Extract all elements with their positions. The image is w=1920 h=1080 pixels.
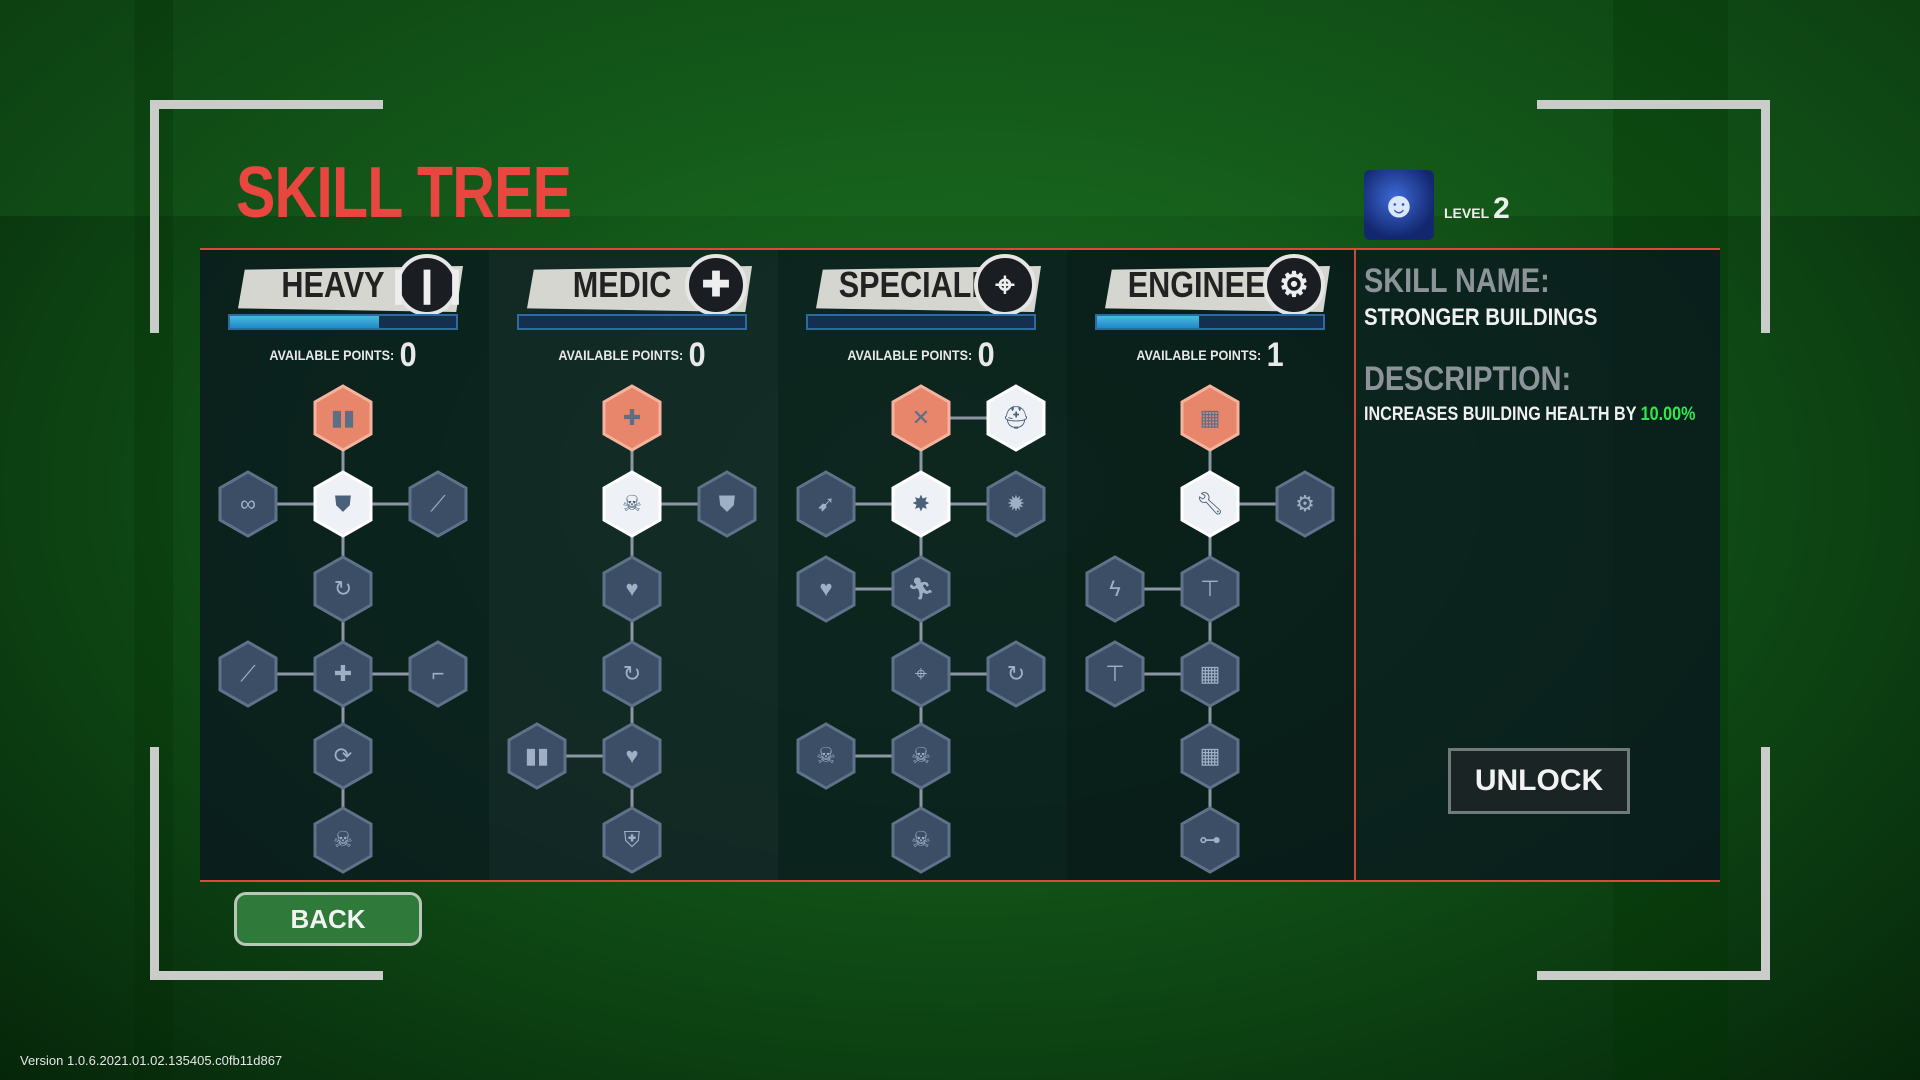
skill-node-heavy-pistol[interactable]: ⌐ (407, 640, 469, 708)
skill-node-engineer-lightning[interactable]: ϟ (1084, 555, 1146, 623)
back-button[interactable]: BACK (234, 892, 422, 946)
version-label: Version 1.0.6.2021.01.02.135405.c0fb11d8… (20, 1053, 283, 1068)
skill-node-specialist-crossed-guns[interactable]: ✕ (890, 384, 952, 452)
skill-node-heavy-recycle[interactable]: ⟳ (312, 722, 374, 790)
skill-node-engineer-building-gear[interactable]: ▦ (1179, 722, 1241, 790)
skill-node-heavy-skull[interactable]: ☠ (312, 806, 374, 874)
description-text: INCREASES BUILDING HEALTH BY 10.00% (1364, 404, 1695, 426)
points-label: AVAILABLE POINTS: (847, 347, 973, 363)
skill-node-specialist-heart[interactable]: ♥ (795, 555, 857, 623)
skill-node-medic-heart[interactable]: ♥ (601, 722, 663, 790)
skill-node-heavy-infinite-ammo[interactable]: ∞ (217, 470, 279, 538)
skill-node-medic-skull-heart[interactable]: ♥ (601, 555, 663, 623)
description-label: DESCRIPTION: (1364, 360, 1572, 398)
level-label: LEVEL (1444, 205, 1490, 221)
skill-node-engineer-wrench[interactable]: 🔧︎ (1179, 470, 1241, 538)
skill-node-specialist-scope[interactable]: ⌖ (890, 640, 952, 708)
skill-node-specialist-mine[interactable]: ☠ (795, 722, 857, 790)
points-value: 0 (688, 336, 706, 374)
skill-node-specialist-grenades[interactable]: ✸ (890, 470, 952, 538)
class-progress-fill-engineer (1097, 316, 1199, 328)
skill-node-specialist-reload[interactable]: ↻ (985, 640, 1047, 708)
skill-node-heavy-rifle[interactable]: ⟋ (217, 640, 279, 708)
skill-node-heavy-shield[interactable]: ⛊ (312, 470, 374, 538)
skill-node-heavy-gun-plus[interactable]: ✚ (312, 640, 374, 708)
class-column-engineer: ENGINEER ⚙ AVAILABLE POINTS:1 ▦ 🔧︎ ⚙ ϟ ⊤… (1067, 250, 1356, 880)
description-body: INCREASES BUILDING HEALTH BY (1364, 404, 1637, 425)
points-label: AVAILABLE POINTS: (269, 347, 395, 363)
points-label: AVAILABLE POINTS: (558, 347, 684, 363)
class-column-medic: MEDIC ✚ AVAILABLE POINTS:0 ✚ ☠ ⛊ ♥ ↻ ▮▮ … (489, 250, 778, 880)
class-progress-fill-heavy (230, 316, 380, 328)
class-progress-specialist (806, 314, 1036, 330)
level-value: 2 (1493, 192, 1510, 225)
skill-node-specialist-explosion[interactable]: ✹ (985, 470, 1047, 538)
class-progress-heavy (228, 314, 458, 330)
frame-corner-top-right (1537, 100, 1770, 333)
skill-node-engineer-turret[interactable]: ⊤ (1179, 555, 1241, 623)
unlock-button[interactable]: UNLOCK (1448, 748, 1630, 814)
player-avatar: ☻ (1364, 170, 1434, 240)
available-points-medic: AVAILABLE POINTS:0 (529, 336, 736, 375)
skill-node-medic-ammo-plus[interactable]: ▮▮ (506, 722, 568, 790)
panel-divider (1354, 250, 1356, 880)
points-value: 0 (977, 336, 995, 374)
skill-node-engineer-turret-plus[interactable]: ⊤ (1084, 640, 1146, 708)
skill-node-heavy-reload[interactable]: ↻ (312, 555, 374, 623)
skill-node-engineer-building-up[interactable]: ▦ (1179, 640, 1241, 708)
skill-node-engineer-drone[interactable]: ⊶ (1179, 806, 1241, 874)
skill-node-medic-poison[interactable]: ☠ (601, 470, 663, 538)
class-progress-medic (517, 314, 747, 330)
skill-name-value: STRONGER BUILDINGS (1364, 304, 1598, 331)
skill-node-specialist-helmet[interactable]: ⛑ (985, 384, 1047, 452)
available-points-heavy: AVAILABLE POINTS:0 (240, 336, 447, 375)
skill-node-heavy-ammo[interactable]: ▮▮ (312, 384, 374, 452)
skill-node-engineer-building[interactable]: ▦ (1179, 384, 1241, 452)
skill-node-engineer-turret-gear[interactable]: ⚙ (1274, 470, 1336, 538)
skill-node-specialist-skull-gear[interactable]: ☠ (890, 722, 952, 790)
frame-corner-top-left (150, 100, 383, 333)
skill-node-medic-shield[interactable]: ⛊ (696, 470, 758, 538)
player-helmet-icon: ☻ (1380, 184, 1418, 225)
class-progress-engineer (1095, 314, 1325, 330)
points-value: 1 (1266, 336, 1284, 374)
skill-node-specialist-sprint[interactable]: 🏃︎ (890, 555, 952, 623)
skill-node-specialist-skull-badge[interactable]: ☠ (890, 806, 952, 874)
class-column-heavy: HEAVY ❙❙❙ AVAILABLE POINTS:0 ▮▮ ∞ ⛊ ⟋ ↻ … (200, 250, 489, 880)
frame-corner-bottom-right (1537, 747, 1770, 980)
skill-node-heavy-weapon[interactable]: ⟋ (407, 470, 469, 538)
class-name-engineer: ENGINEER (1127, 264, 1288, 305)
page-title: SKILL TREE (236, 153, 572, 233)
skill-node-specialist-rockets[interactable]: ➹ (795, 470, 857, 538)
class-column-specialist: SPECIALIST ⌖ AVAILABLE POINTS:0 ✕ ⛑ ➹ ✸ … (778, 250, 1067, 880)
skill-name-label: SKILL NAME: (1364, 262, 1550, 300)
class-name-heavy: HEAVY (281, 264, 385, 305)
frame-corner-bottom-left (150, 747, 383, 980)
available-points-engineer: AVAILABLE POINTS:1 (1107, 336, 1314, 375)
skill-node-medic-shield-plus[interactable]: ⛨ (601, 806, 663, 874)
bullets-icon: ❙❙❙ (384, 254, 470, 316)
available-points-specialist: AVAILABLE POINTS:0 (818, 336, 1025, 375)
crosshair-icon: ⌖ (974, 254, 1036, 316)
class-name-medic: MEDIC (572, 264, 672, 305)
description-value: 10.00% (1640, 404, 1696, 425)
skill-node-medic-medkit[interactable]: ✚ (601, 384, 663, 452)
points-value: 0 (399, 336, 417, 374)
skill-node-medic-reload[interactable]: ↻ (601, 640, 663, 708)
points-label: AVAILABLE POINTS: (1136, 347, 1262, 363)
